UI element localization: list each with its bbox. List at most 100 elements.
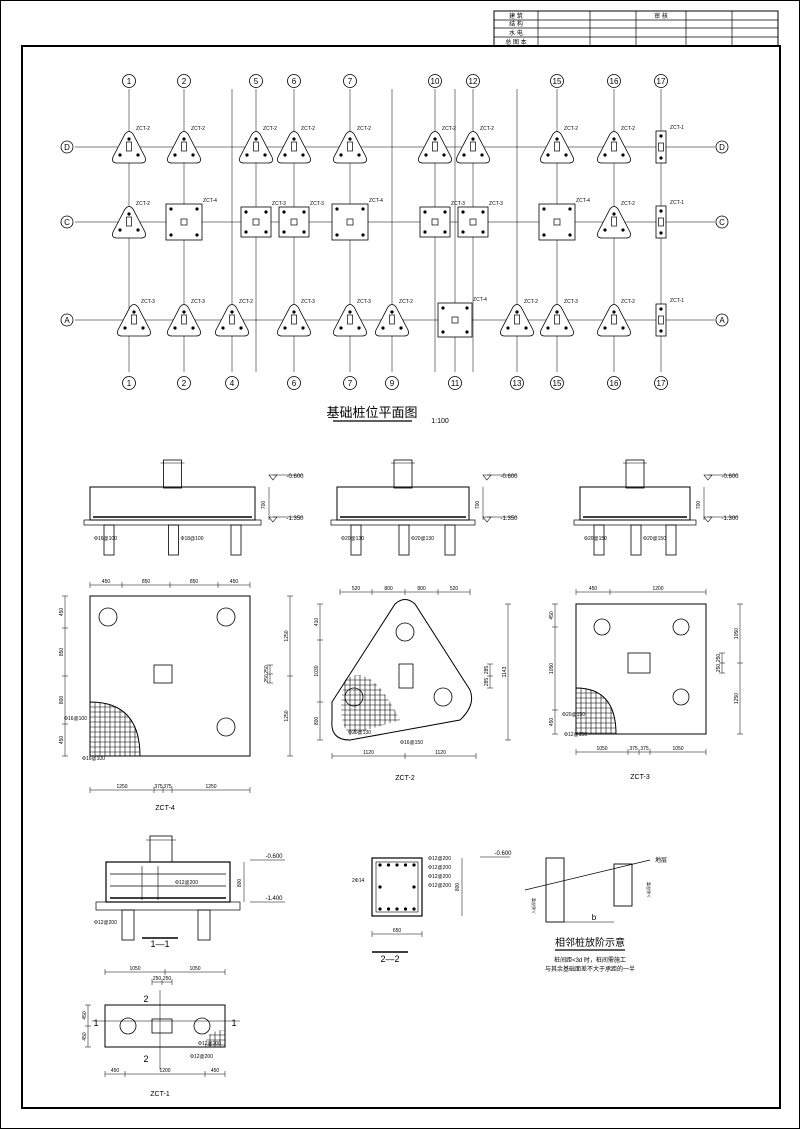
cap-C-7-pile-3	[568, 233, 572, 237]
cap-C-4-pile-0	[335, 207, 339, 211]
adjacent-note-1: 桩间距<3d 时，桩间需施工	[554, 956, 626, 964]
cap-D-5: ZCT-2	[418, 126, 456, 164]
cap-A-10-label: ZCT-1	[670, 298, 684, 304]
cap-C-6: ZCT-3	[457, 201, 503, 238]
zct1-mark-bottom: 2	[143, 1054, 148, 1064]
cap-C-0-pile-1	[118, 228, 122, 232]
zct3-dim-left-2: 450	[549, 718, 555, 727]
zct3-dim-top-0: 450	[589, 586, 598, 592]
cap-A-3: ZCT-3	[277, 299, 315, 337]
section-zct4-elev-top: -0.600	[286, 474, 304, 480]
section-zct2-pile-1	[398, 524, 410, 556]
cap-D-8-label: ZCT-2	[621, 126, 635, 132]
section-zct3-rebar-right: Φ20@150	[643, 536, 666, 542]
cap-C-9: ZCT-1	[655, 200, 684, 239]
sec22-beam	[371, 857, 423, 917]
zct4-dim-top-2: 850	[190, 579, 199, 585]
cap-D-7-pile-0	[555, 137, 559, 141]
zct1-mark-left: 1	[93, 1018, 98, 1028]
cap-D-5-label: ZCT-2	[442, 126, 456, 132]
cap-A-9-pile-0	[612, 310, 616, 314]
cap-A-2-label: ZCT-2	[239, 299, 253, 305]
cap-A-5-label: ZCT-2	[399, 299, 413, 305]
cap-A-4: ZCT-3	[333, 299, 371, 337]
zct2-dim-left-0: 410	[314, 618, 320, 627]
zct1-label: ZCT-1	[150, 1091, 170, 1098]
cap-A-0-pile-2	[141, 326, 145, 330]
cap-C-3-label: ZCT-3	[310, 201, 324, 207]
cap-C-3-pile-1	[302, 210, 306, 214]
zct4-pile-0	[98, 607, 118, 627]
cap-A-2-pile-1	[221, 326, 225, 330]
cap-C-9-pile-1	[659, 231, 663, 235]
adj-pile-right	[613, 863, 633, 907]
cap-C-8: ZCT-2	[597, 201, 635, 239]
axis-label-top-10: 10	[431, 77, 440, 86]
cap-A-5: ZCT-2	[375, 299, 413, 337]
cap-C-7-column	[553, 218, 561, 226]
cap-A-4-pile-1	[339, 326, 343, 330]
axis-label-bottom-15: 15	[553, 379, 562, 388]
section-zct3-height: 700	[696, 501, 702, 510]
axis-label-bottom-2: 2	[182, 379, 187, 388]
cap-C-0-pile-0	[127, 212, 131, 216]
section-zct2-rebar-right: Φ20@130	[411, 536, 434, 542]
cap-C-4-pile-2	[335, 233, 339, 237]
axis-label-bottom-9: 9	[390, 379, 395, 388]
cap-D-8-pile-1	[603, 153, 607, 157]
cap-A-7-label: ZCT-2	[524, 299, 538, 305]
axis-bubble-left-C	[60, 215, 74, 229]
axis-bubble-bottom-13	[510, 376, 524, 390]
cap-A-5-pile-1	[381, 326, 385, 330]
cap-A-0-label: ZCT-3	[141, 299, 155, 305]
axis-label-left-A: A	[64, 316, 70, 325]
cap-C-4-pile-1	[361, 207, 365, 211]
axis-bubble-top-17	[654, 74, 668, 88]
cap-A-6-pile-1	[465, 306, 469, 310]
cap-D-1-pile-1	[173, 153, 177, 157]
zct1-dim-bot-1: 1200	[159, 1068, 170, 1074]
sec22-rebar-2: Φ12@200	[428, 874, 451, 880]
zct1-mark-right: 1	[231, 1018, 236, 1028]
cap-D-6-column	[470, 141, 476, 152]
cap-A-1-pile-0	[182, 310, 186, 314]
cap-D-7-pile-1	[546, 153, 550, 157]
tb-cell-general: 总 图 本	[505, 38, 526, 46]
cap-D-0-pile-2	[136, 153, 140, 157]
zct2-column	[398, 663, 414, 689]
cap-C-6-pile-0	[461, 210, 465, 214]
zct2-dim-top-3: 520	[450, 586, 459, 592]
zct2-dim-left-2: 800	[314, 717, 320, 726]
cap-A-3-pile-0	[292, 310, 296, 314]
section-2-2-label: 2—2	[380, 954, 399, 964]
zct4-dim-left-3: 450	[59, 736, 65, 745]
cap-A-1-label: ZCT-3	[191, 299, 205, 305]
axis-label-left-C: C	[64, 218, 70, 227]
axis-bubble-right-C	[715, 215, 729, 229]
cap-C-4-pile-3	[361, 233, 365, 237]
cap-C-7-label: ZCT-4	[576, 198, 590, 204]
cap-C-2-pile-0	[244, 210, 248, 214]
zct3-dim-col-0: 250	[716, 654, 722, 663]
zct3-dim-top-1: 1200	[652, 586, 663, 592]
zct1-outline	[104, 1004, 226, 1048]
cap-A-7-pile-1	[506, 326, 510, 330]
zct3-rebar-1: Φ20@150	[562, 712, 585, 718]
cap-C-2-pile-1	[264, 210, 268, 214]
cap-A-0-pile-1	[123, 326, 127, 330]
zct2-dim-bot-0: 1120	[363, 750, 374, 756]
zct3-dim-bot-3: 1050	[672, 746, 683, 752]
zct3-rebar-2: Φ12@150	[564, 732, 587, 738]
cap-A-8-label: ZCT-3	[564, 299, 578, 305]
sec11-elev-top: -0.600	[265, 854, 283, 860]
cap-A-8-pile-2	[564, 326, 568, 330]
section-zct2-elev-bot: -1.350	[500, 516, 518, 522]
zct4-pile-2	[216, 717, 236, 737]
zct4-dim-bot-3: 1250	[205, 784, 216, 790]
axis-bubble-top-5	[249, 74, 263, 88]
